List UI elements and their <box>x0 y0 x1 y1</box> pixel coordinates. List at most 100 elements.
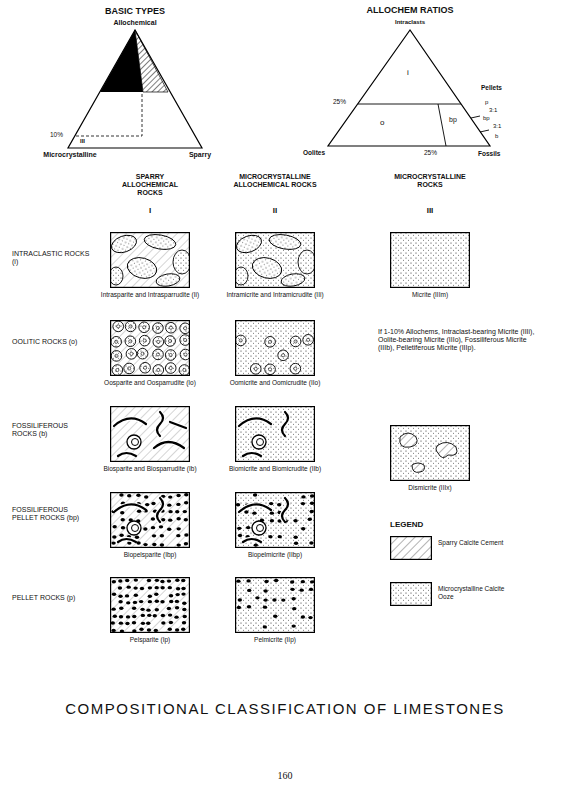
fossil-halo <box>243 539 261 542</box>
ooid-nucleus <box>268 340 271 343</box>
ooid-nucleus <box>130 352 133 355</box>
pellet <box>135 535 139 538</box>
pellet <box>301 527 305 530</box>
pellet <box>301 615 305 618</box>
fossil-halo <box>243 453 261 456</box>
ooid-nucleus <box>129 340 132 343</box>
box-border <box>236 493 315 548</box>
legend-swatch <box>390 536 432 560</box>
ooid-nucleus <box>128 367 131 370</box>
ooid <box>139 335 150 346</box>
intraclast <box>235 232 264 256</box>
pellet <box>168 628 172 631</box>
pellet <box>272 598 276 601</box>
pellet <box>175 600 179 603</box>
fossil-halo <box>114 418 146 426</box>
ooid <box>153 349 164 360</box>
pellet <box>168 586 172 589</box>
rock-name: Intramicrite and Intramicrudite (IIi) <box>217 291 333 299</box>
rock-name: Oomicrite and Oomicrudite (IIo) <box>217 379 333 387</box>
ooid <box>165 336 176 347</box>
pellet <box>118 586 122 589</box>
pellet <box>175 593 179 596</box>
pellet <box>139 600 143 603</box>
ooid <box>290 336 301 347</box>
pellet <box>152 534 156 537</box>
pellet <box>144 495 148 498</box>
pellet <box>113 615 117 618</box>
fossil-halo <box>114 504 146 512</box>
spar-patch <box>400 433 417 447</box>
pellet <box>181 579 185 582</box>
pellet <box>309 541 313 544</box>
legend-sample <box>391 583 432 606</box>
pellet <box>184 501 188 504</box>
ooid-nucleus <box>157 340 160 343</box>
ooid <box>180 349 190 360</box>
pellet <box>141 614 145 617</box>
ooid-nucleus <box>307 338 310 341</box>
ooid <box>111 336 122 347</box>
rock-name: Dismicrite (IIIx) <box>372 484 488 492</box>
pellet <box>169 594 173 597</box>
label: PELLET ROCKS (p) <box>12 594 92 602</box>
ooid <box>290 363 301 374</box>
label: FOSSILIFEROUS PELLET ROCKS (bp) <box>12 506 92 522</box>
ooid-nucleus <box>115 354 118 357</box>
ooid <box>140 362 151 373</box>
fossil-halo <box>118 453 136 456</box>
pellet <box>238 534 242 537</box>
ooid <box>113 321 124 332</box>
pellet <box>147 628 151 631</box>
pellet <box>167 579 171 582</box>
pellet <box>176 534 180 537</box>
ground <box>235 577 315 633</box>
pellet <box>181 587 185 590</box>
label: Fossils <box>478 150 500 157</box>
ooid <box>153 365 164 376</box>
fossil-shell <box>257 439 264 446</box>
box-border <box>111 493 190 548</box>
ooid <box>165 363 176 374</box>
ooid <box>290 336 301 347</box>
pellet <box>118 579 122 582</box>
ooid <box>180 335 190 346</box>
ooid <box>303 335 314 346</box>
rock-type-box: Biopelsparite (Ibp) <box>92 492 208 559</box>
pellet <box>184 542 188 545</box>
texture-illustration <box>390 232 470 288</box>
micrite-ooze <box>235 232 315 288</box>
pellet <box>119 607 123 610</box>
ground <box>390 232 470 288</box>
texture-illustration <box>235 577 315 633</box>
pellet <box>155 600 159 603</box>
ground <box>110 577 190 633</box>
pellet <box>244 510 248 513</box>
rock-type-box: Pelmicrite (IIp) <box>217 577 333 644</box>
pellet <box>278 535 282 538</box>
pellet <box>309 588 313 591</box>
ooid <box>153 365 164 376</box>
ooid <box>179 365 190 376</box>
legend-text: Sparry Calcite Cement <box>438 539 518 547</box>
ooid <box>165 336 176 347</box>
rock-type-box: Biopelmicrite (IIbp) <box>217 492 333 559</box>
ooid <box>250 364 261 375</box>
ooid-nucleus <box>157 368 160 371</box>
pellet <box>310 502 314 505</box>
pellet <box>299 588 303 591</box>
pellet <box>143 527 147 530</box>
sparry-cement <box>110 492 190 548</box>
pellet <box>183 510 187 513</box>
rock-name: Micrite (IIIm) <box>372 291 488 299</box>
fossil-shell <box>252 521 266 535</box>
pellet <box>237 527 241 530</box>
label: Intraclasts <box>380 19 440 26</box>
ooid <box>111 351 122 362</box>
pellet <box>247 589 251 592</box>
ooid <box>165 350 176 361</box>
ooid-nucleus <box>116 368 119 371</box>
intraclast <box>250 254 284 281</box>
rock-name: Biopelmicrite (IIbp) <box>217 551 333 559</box>
pellet <box>176 517 180 520</box>
